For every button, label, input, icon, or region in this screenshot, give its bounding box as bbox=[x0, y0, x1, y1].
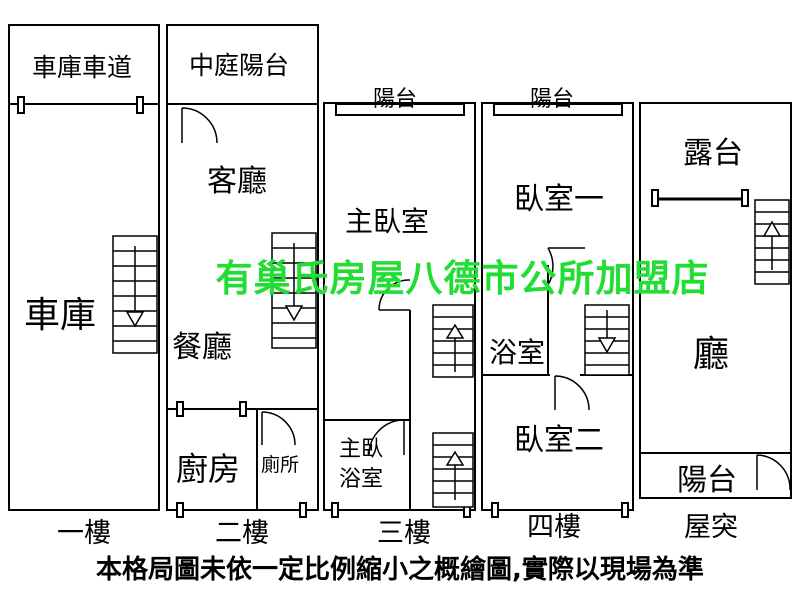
floor-label-4: 四樓 bbox=[527, 512, 581, 543]
room-master-bath-line2: 浴室 bbox=[339, 467, 384, 492]
room-bedroom-one: 臥室一 bbox=[514, 182, 604, 217]
floor-label-1: 一樓 bbox=[57, 518, 111, 549]
room-floor4-bath: 浴室 bbox=[489, 336, 546, 369]
room-dining: 餐廳 bbox=[172, 330, 232, 365]
stairs-floor2 bbox=[271, 232, 317, 349]
room-garage: 車庫 bbox=[24, 295, 97, 336]
room-kitchen: 廚房 bbox=[176, 450, 241, 488]
room-roof-balcony: 陽台 bbox=[677, 463, 737, 498]
floor-label-3: 三樓 bbox=[377, 518, 431, 549]
stairs-floor3-upper bbox=[432, 304, 474, 378]
room-master-bath-line1: 主臥 bbox=[339, 437, 384, 462]
floor1-outline bbox=[8, 24, 160, 511]
roof-outline bbox=[639, 102, 792, 499]
watermark-text: 有巢氏房屋八德市公所加盟店 bbox=[215, 257, 710, 300]
stairs-floor4 bbox=[584, 304, 630, 376]
stairs-roof bbox=[754, 199, 790, 285]
stairs-floor1 bbox=[112, 235, 158, 354]
room-bedroom-two: 臥室二 bbox=[514, 423, 604, 458]
room-master-bedroom: 主臥室 bbox=[345, 205, 430, 238]
floor-label-2: 二樓 bbox=[215, 518, 269, 549]
room-hall: 廳 bbox=[693, 334, 730, 375]
room-living: 客廳 bbox=[207, 164, 267, 199]
room-floor4-balcony: 陽台 bbox=[530, 87, 575, 112]
room-floor3-balcony: 陽台 bbox=[373, 87, 418, 112]
room-driveway: 車庫車道 bbox=[32, 53, 133, 82]
floor-label-roof: 屋突 bbox=[684, 512, 738, 543]
stairs-floor3-lower bbox=[432, 432, 474, 508]
floor2-outline bbox=[166, 24, 319, 511]
room-courtyard-balcony: 中庭陽台 bbox=[189, 51, 290, 80]
disclaimer-text: 本格局圖未依一定比例縮小之概繪圖,實際以現場為準 bbox=[96, 555, 704, 585]
room-terrace: 露台 bbox=[683, 136, 743, 171]
room-toilet: 廁所 bbox=[261, 454, 300, 476]
